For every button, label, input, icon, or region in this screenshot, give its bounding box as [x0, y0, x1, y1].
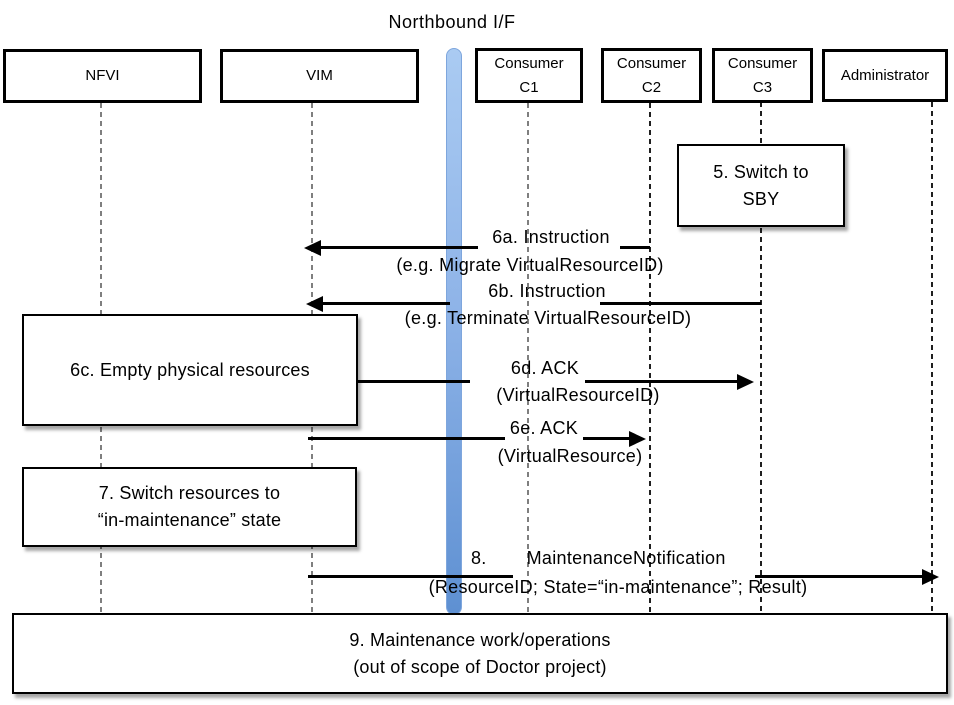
arrow-line-segment — [318, 246, 478, 249]
message-label-8-text: MaintenanceNotification — [526, 548, 726, 568]
arrow-line-segment — [318, 302, 450, 305]
lifeline-consumer-c2 — [649, 103, 651, 613]
message-label-6b-title: 6b. Instruction — [488, 281, 606, 301]
arrow-line-segment — [755, 575, 922, 578]
actor-box-consumer-c3: Consumer C3 — [712, 48, 813, 103]
actor-box-vim: VIM — [220, 49, 419, 103]
lifeline-administrator — [931, 102, 933, 613]
arrowhead-right-icon — [922, 569, 939, 585]
arrowhead-right-icon — [629, 431, 646, 447]
arrowhead-left-icon — [306, 296, 323, 312]
arrow-line-segment — [600, 302, 761, 305]
message-label-8-param: (ResourceID; State=“in-maintenance”; Res… — [428, 577, 808, 597]
message-label-6e-param: (VirtualResource) — [497, 446, 643, 466]
arrow-line-segment — [358, 380, 470, 383]
actor-box-consumer-c2: Consumer C2 — [601, 48, 702, 103]
arrow-line-segment — [308, 575, 513, 578]
process-box-6c-empty-physical-resources: 6c. Empty physical resources — [22, 314, 358, 426]
message-label-6a-title: 6a. Instruction — [492, 227, 610, 247]
process-box-7-switch-resources: 7. Switch resources to “in-maintenance” … — [22, 467, 357, 547]
message-label-6a-param: (e.g. Migrate VirtualResourceID) — [396, 255, 664, 275]
message-label-6e-title: 6e. ACK — [509, 418, 579, 438]
arrowhead-left-icon — [304, 240, 321, 256]
diagram-title: Northbound I/F — [388, 12, 516, 32]
arrow-line-segment — [308, 437, 505, 440]
arrow-line-segment — [583, 437, 629, 440]
actor-box-nfvi: NFVI — [3, 49, 202, 103]
process-box-9-maintenance-work: 9. Maintenance work/operations (out of s… — [12, 613, 948, 694]
arrow-line-segment — [585, 380, 737, 383]
lifeline-consumer-c1 — [527, 103, 529, 613]
lifeline-consumer-c3 — [760, 102, 762, 613]
actor-box-consumer-c1: Consumer C1 — [475, 48, 583, 103]
message-label-6d-param: (VirtualResourceID) — [496, 385, 660, 405]
message-label-8-title: 8. MaintenanceNotification — [471, 548, 726, 568]
message-label-6d-title: 6d. ACK — [510, 358, 580, 378]
arrow-line-segment — [620, 246, 650, 249]
arrowhead-right-icon — [737, 374, 754, 390]
actor-box-administrator: Administrator — [822, 49, 948, 102]
message-label-8-number: 8. — [471, 548, 487, 568]
northbound-interface-bar — [446, 48, 462, 615]
process-box-5-switch-to-sby: 5. Switch to SBY — [677, 144, 845, 227]
message-label-6b-param: (e.g. Terminate VirtualResourceID) — [404, 308, 692, 328]
